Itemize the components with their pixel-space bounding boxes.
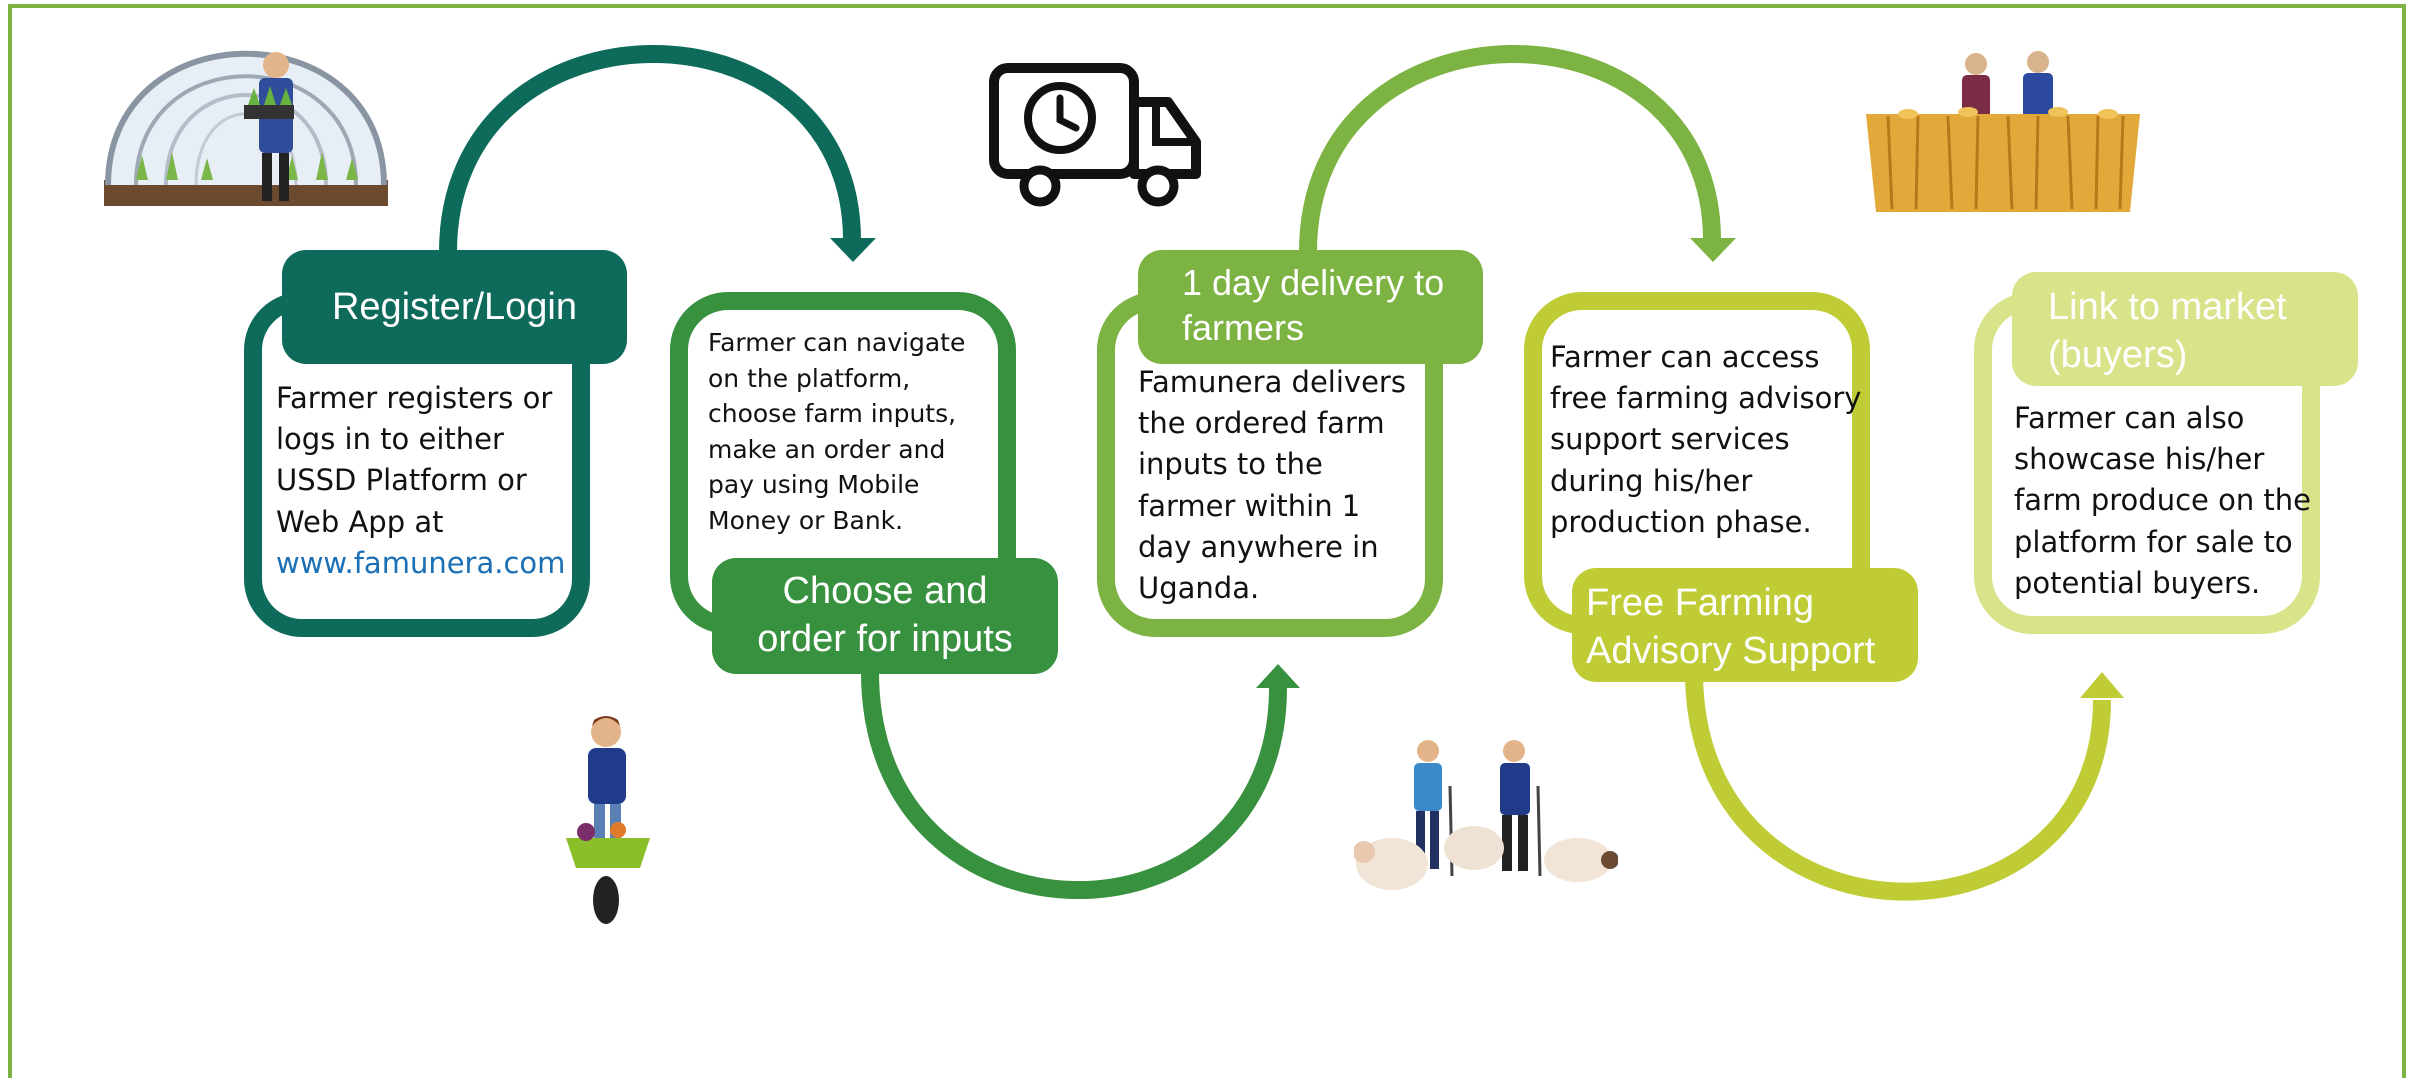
description-line: make an order and	[708, 434, 946, 464]
arrowhead-3	[1690, 238, 1736, 262]
description-line: Money or Bank.	[708, 505, 904, 535]
step-title-line: Free Farming	[1586, 582, 1815, 624]
step-title-register: Register/Login	[282, 250, 627, 364]
step-title-advisory: Free Farming Advisory Support	[1572, 568, 1918, 682]
step-title-line: 1 day delivery to	[1182, 262, 1445, 303]
delivery-truck-icon	[989, 63, 1201, 207]
description-line: farm produce on the	[2014, 483, 2312, 518]
step-description-choose-order: Farmer can navigate on the platform, cho…	[708, 325, 998, 538]
arrowhead-1	[830, 238, 876, 262]
step-title-line: Choose and	[782, 570, 988, 612]
description-line: Farmer can navigate	[708, 328, 966, 357]
description-line: Farmer registers or	[276, 381, 553, 415]
connector-arc-2	[861, 671, 1287, 899]
description-line: inputs to the	[1138, 447, 1323, 482]
famunera-website-link[interactable]: www.famunera.com	[276, 545, 566, 580]
description-line: showcase his/her	[2014, 442, 2265, 477]
description-line: Web App at	[276, 504, 444, 539]
diagram-frame	[8, 4, 2406, 1078]
step-title-line: Advisory Support	[1586, 629, 1876, 672]
step-description-advisory: Farmer can access free farming advisory …	[1550, 337, 1870, 543]
description-line: farmer within 1	[1138, 488, 1361, 523]
step-title-line: Link to market	[2048, 286, 2287, 328]
description-line: platform for sale to	[2014, 524, 2293, 559]
greenhouse-farmer-icon	[104, 50, 388, 206]
wheelbarrow-farmer-icon	[566, 716, 650, 924]
description-line: USSD Platform or	[276, 463, 527, 498]
step-title-text: Register/Login	[331, 286, 578, 328]
description-line: day anywhere in	[1138, 529, 1379, 564]
description-line: pay using Mobile	[708, 470, 920, 499]
description-line: the ordered farm	[1138, 406, 1385, 441]
description-line: on the platform,	[708, 363, 911, 393]
step-title-line: order for inputs	[757, 617, 1013, 660]
description-line: choose farm inputs,	[708, 399, 957, 428]
arrowhead-2	[1256, 664, 1300, 688]
step-title-delivery: 1 day delivery to farmers	[1138, 250, 1483, 364]
step-title-line: farmers	[1182, 307, 1305, 348]
connector-arc-4	[1685, 671, 2111, 901]
description-line: Farmer can access	[1550, 340, 1820, 374]
wheat-field-farmers-icon	[1866, 51, 2140, 212]
step-title-choose-order: Choose and order for inputs	[712, 558, 1058, 674]
description-line: production phase.	[1550, 504, 1812, 539]
hikers-with-sheep-icon	[1354, 740, 1618, 890]
description-line: Famunera delivers	[1138, 365, 1406, 399]
description-line: during his/her	[1550, 463, 1753, 498]
step-description-register: Farmer registers or logs in to either US…	[276, 378, 576, 584]
step-title-line: (buyers)	[2048, 333, 2188, 376]
step-title-market: Link to market (buyers)	[2012, 272, 2358, 386]
step-description-delivery: Famunera delivers the ordered farm input…	[1138, 362, 1428, 609]
description-line: potential buyers.	[2014, 565, 2261, 600]
description-line: Uganda.	[1138, 570, 1260, 605]
description-line: Farmer can also	[2014, 401, 2245, 435]
connector-arc-3	[1299, 45, 1721, 253]
arrowhead-4	[2080, 672, 2124, 698]
description-line: free farming advisory	[1550, 381, 1862, 416]
description-line: logs in to either	[276, 422, 504, 457]
step-description-market: Farmer can also showcase his/her farm pr…	[2014, 398, 2314, 604]
description-line: support services	[1550, 422, 1790, 457]
connector-arc-1	[439, 45, 861, 253]
